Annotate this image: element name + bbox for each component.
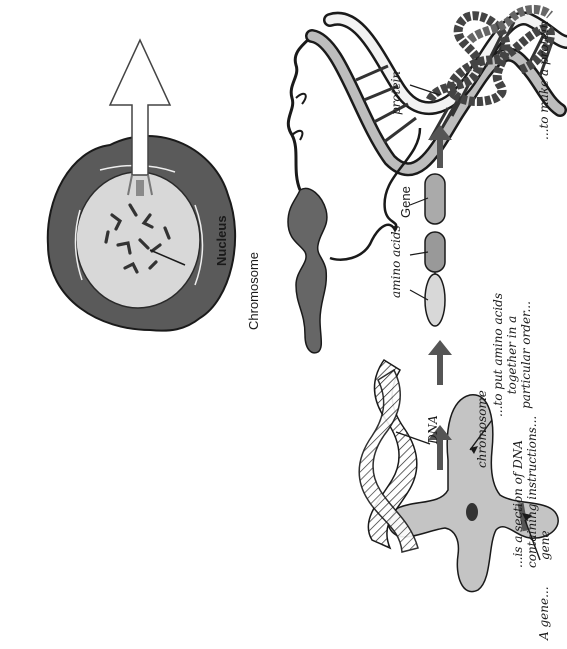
amino-acids-label: amino acids [389, 225, 403, 298]
amino-acid-chain-illustration [425, 174, 445, 326]
caption-step3: ...to put amino acidstogether in apartic… [491, 293, 533, 417]
caption-line: ...is a section of DNA [511, 440, 525, 568]
dna-label: DNA [426, 415, 440, 445]
caption-line: together in a [505, 316, 519, 395]
caption-line: containing instructions... [525, 416, 539, 568]
caption-line: particular order... [519, 301, 533, 409]
gene-small-label: gene [538, 530, 552, 560]
caption-step2: ...is a section of DNAcontaining instruc… [511, 416, 539, 568]
gene-label: Gene [398, 186, 413, 218]
caption-line: ...to put amino acids [491, 293, 505, 417]
protein-label: protein [389, 71, 403, 115]
caption-step1: A gene... [537, 586, 551, 641]
uncoiling-strand [288, 36, 312, 190]
caption-step4: ...to make a protein [537, 21, 551, 140]
chromosome-illustration [288, 188, 327, 352]
flow-arrow-icon [428, 340, 452, 385]
chromosome-label: Chromosome [246, 252, 261, 330]
chromosome-small-label: chromosome [475, 390, 489, 468]
nucleus-label: Nucleus [214, 215, 229, 266]
caption-line: A gene... [537, 586, 551, 641]
caption-line: ...to make a protein [537, 21, 551, 140]
